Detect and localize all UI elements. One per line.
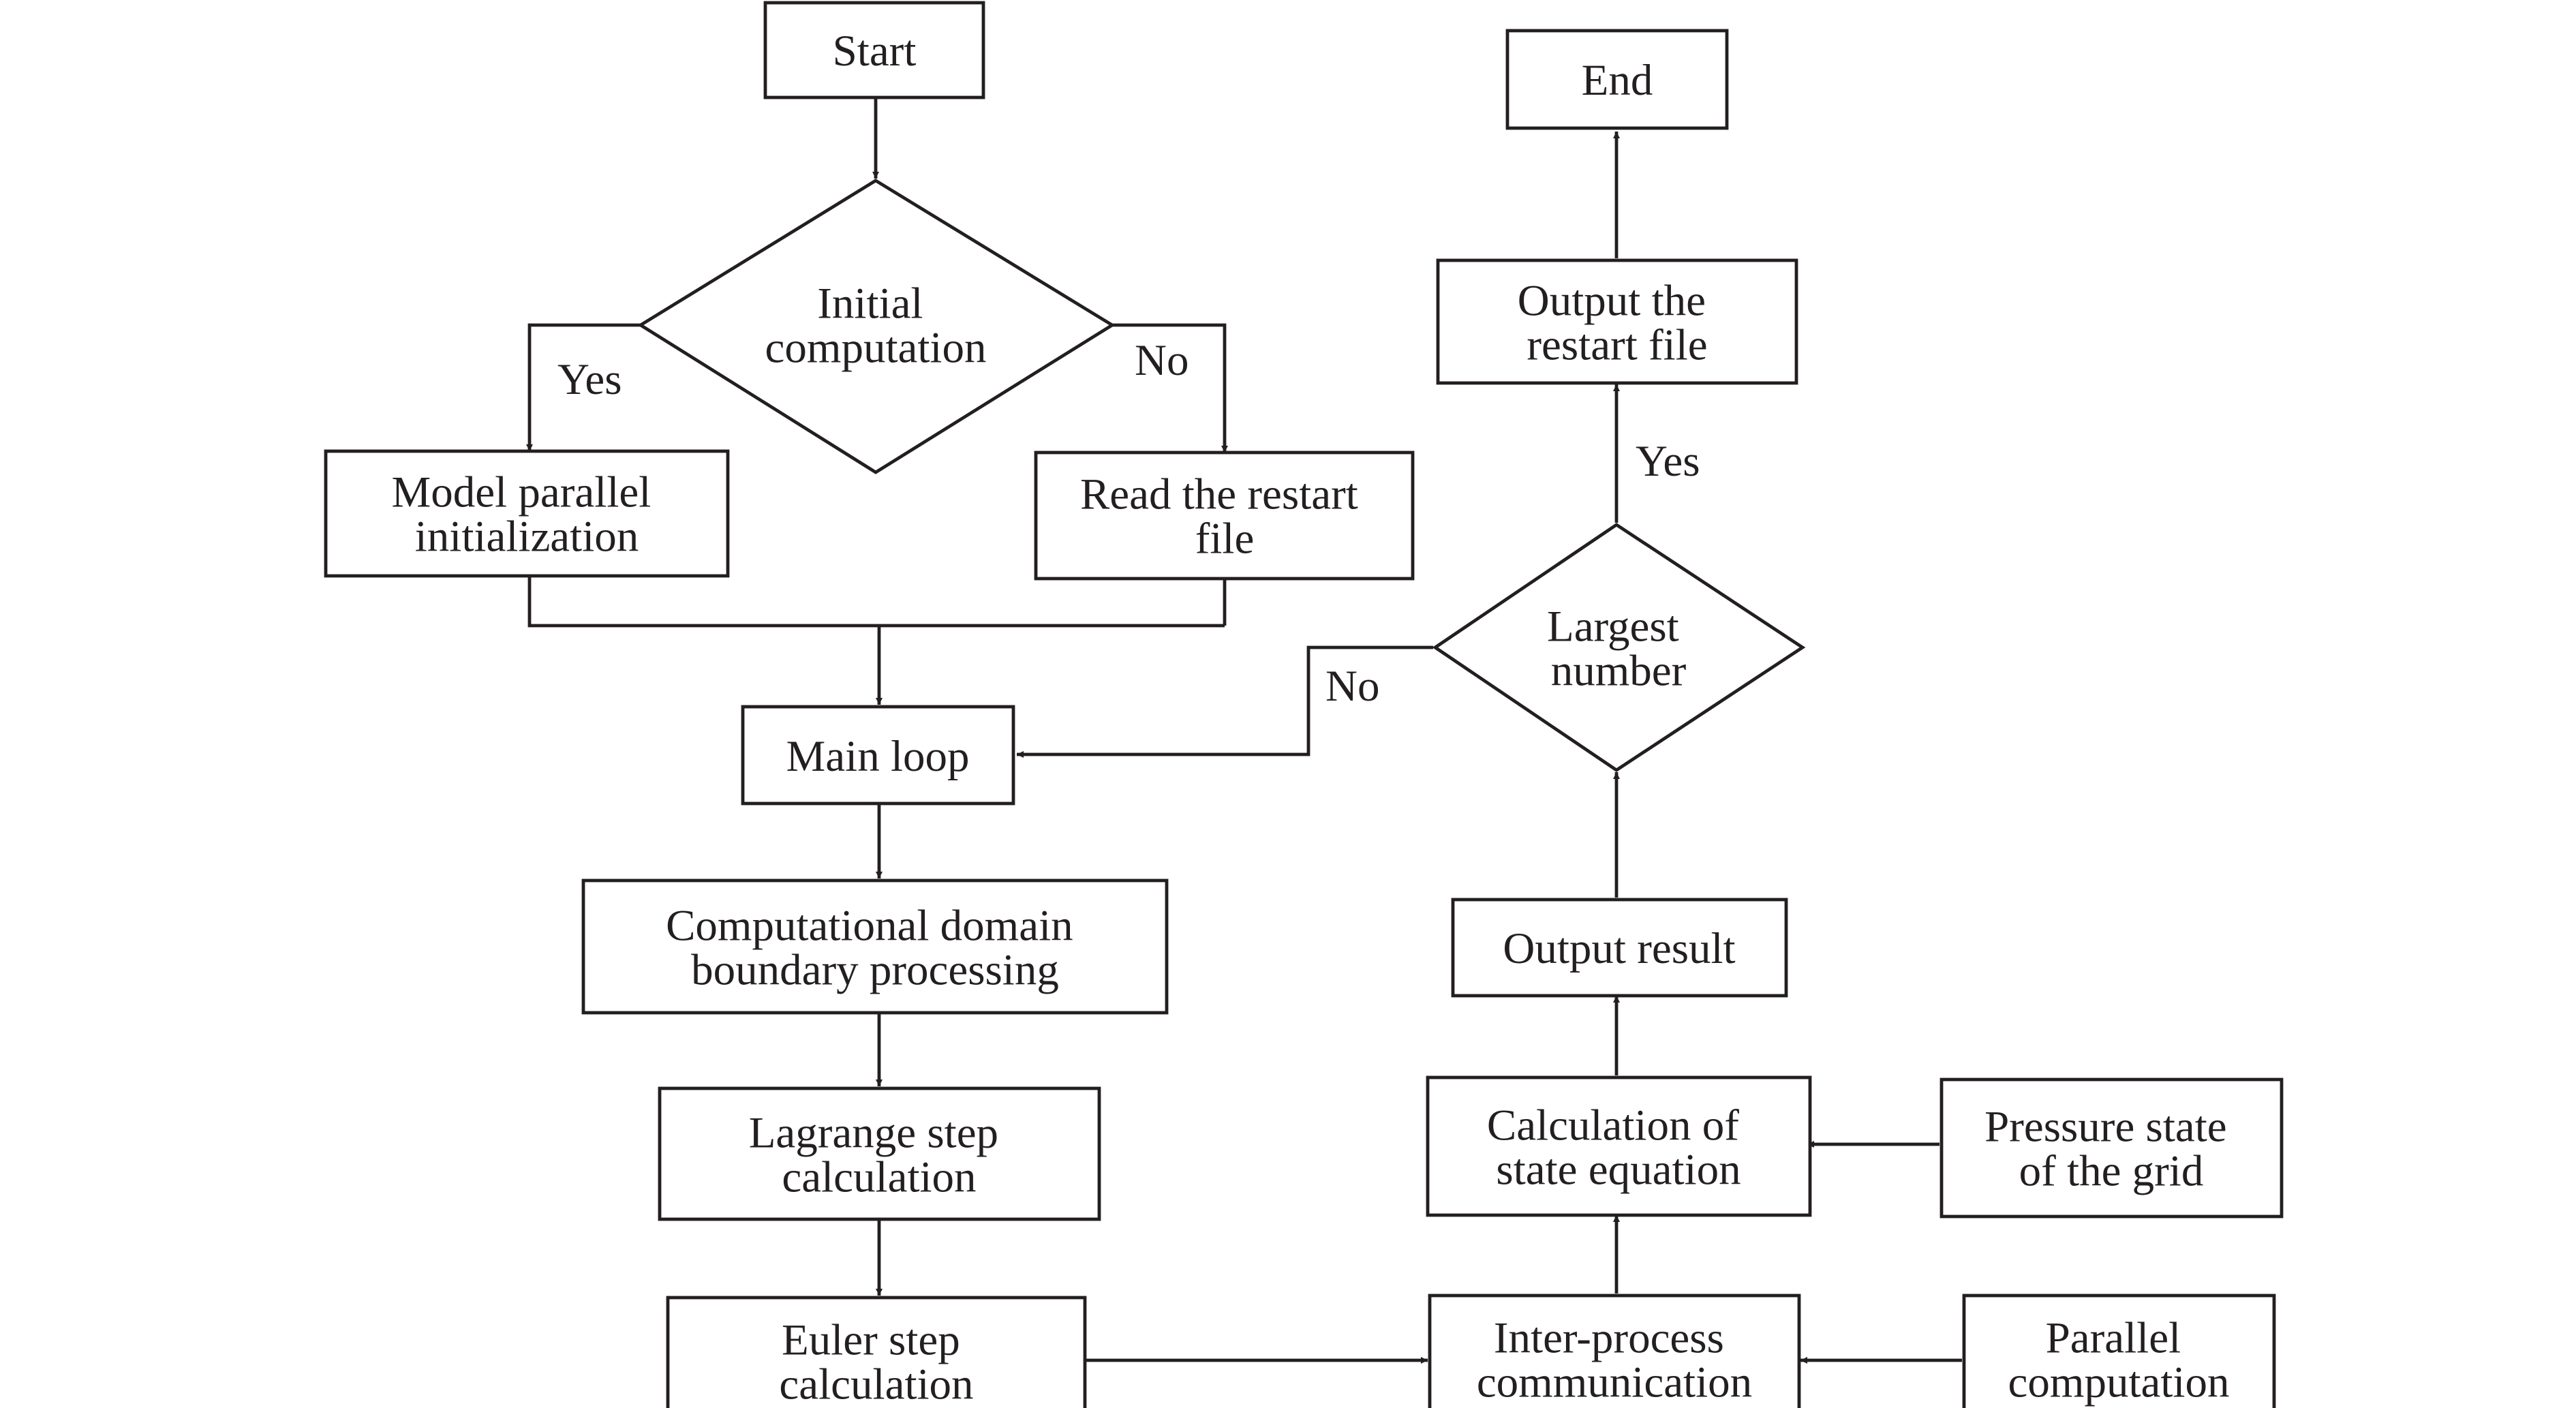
pressure-state-of-grid-label: Pressure state of the grid: [1984, 1102, 2238, 1195]
read-restart-file-label: Read the restart file: [1080, 470, 1369, 563]
lagrange-step-calculation-node: Lagrange step calculation: [658, 1086, 1101, 1221]
output-result-node: Output result: [1451, 898, 1788, 998]
euler-step-calculation-node: Euler step calculation: [666, 1296, 1087, 1408]
lagrange-step-calculation-label: Lagrange step calculation: [749, 1108, 1010, 1202]
calculation-of-state-equation-label: Calculation of state equation: [1487, 1101, 1750, 1194]
end-node-label: End: [1582, 56, 1653, 105]
model-parallel-initialization-node: Model parallel initialization: [324, 449, 730, 578]
largest-yes-label: Yes: [1636, 437, 1700, 486]
euler-step-calculation-label: Euler step calculation: [779, 1315, 973, 1408]
edge-initial-yes: [526, 323, 641, 451]
edge-largest-no: [1017, 645, 1433, 758]
model-parallel-initialization-label: Model parallel initialization: [391, 468, 662, 561]
start-node: Start: [763, 1, 985, 100]
output-restart-file-label: Output the restart file: [1518, 276, 1717, 369]
output-restart-file-node: Output the restart file: [1436, 258, 1798, 385]
computational-domain-boundary-processing-label: Computational domain boundary processing: [666, 901, 1084, 994]
start-node-label: Start: [833, 27, 917, 76]
initial-computation-label: Initial computation: [765, 279, 987, 372]
calculation-of-state-equation-node: Calculation of state equation: [1426, 1075, 1812, 1217]
parallel-computation-node: Parallel computation: [1962, 1294, 2276, 1408]
end-node: End: [1505, 29, 1729, 130]
largest-number-decision: Largest number: [1432, 523, 1806, 772]
parallel-computation-label: Parallel computation: [2008, 1313, 2230, 1407]
inter-process-communication-label: Inter-process communication: [1477, 1313, 1752, 1407]
computational-domain-boundary-processing-node: Computational domain boundary processing: [581, 878, 1169, 1015]
largest-no-label: No: [1325, 662, 1379, 711]
initial-no-label: No: [1135, 336, 1189, 385]
edge-model-init-to-merge: [527, 576, 1225, 628]
inter-process-communication-node: Inter-process communication: [1428, 1294, 1801, 1408]
output-result-label: Output result: [1503, 924, 1735, 973]
edge-initial-no: [1112, 323, 1228, 453]
initial-computation-decision: Initial computation: [637, 179, 1116, 474]
pressure-state-of-grid-node: Pressure state of the grid: [1939, 1077, 2284, 1219]
read-restart-file-node: Read the restart file: [1034, 450, 1415, 581]
connectors: [526, 97, 1962, 1364]
main-loop-label: Main loop: [786, 732, 969, 781]
largest-number-label: Largest number: [1547, 602, 1690, 695]
main-loop-node: Main loop: [741, 705, 1015, 806]
initial-yes-label: Yes: [557, 355, 622, 404]
